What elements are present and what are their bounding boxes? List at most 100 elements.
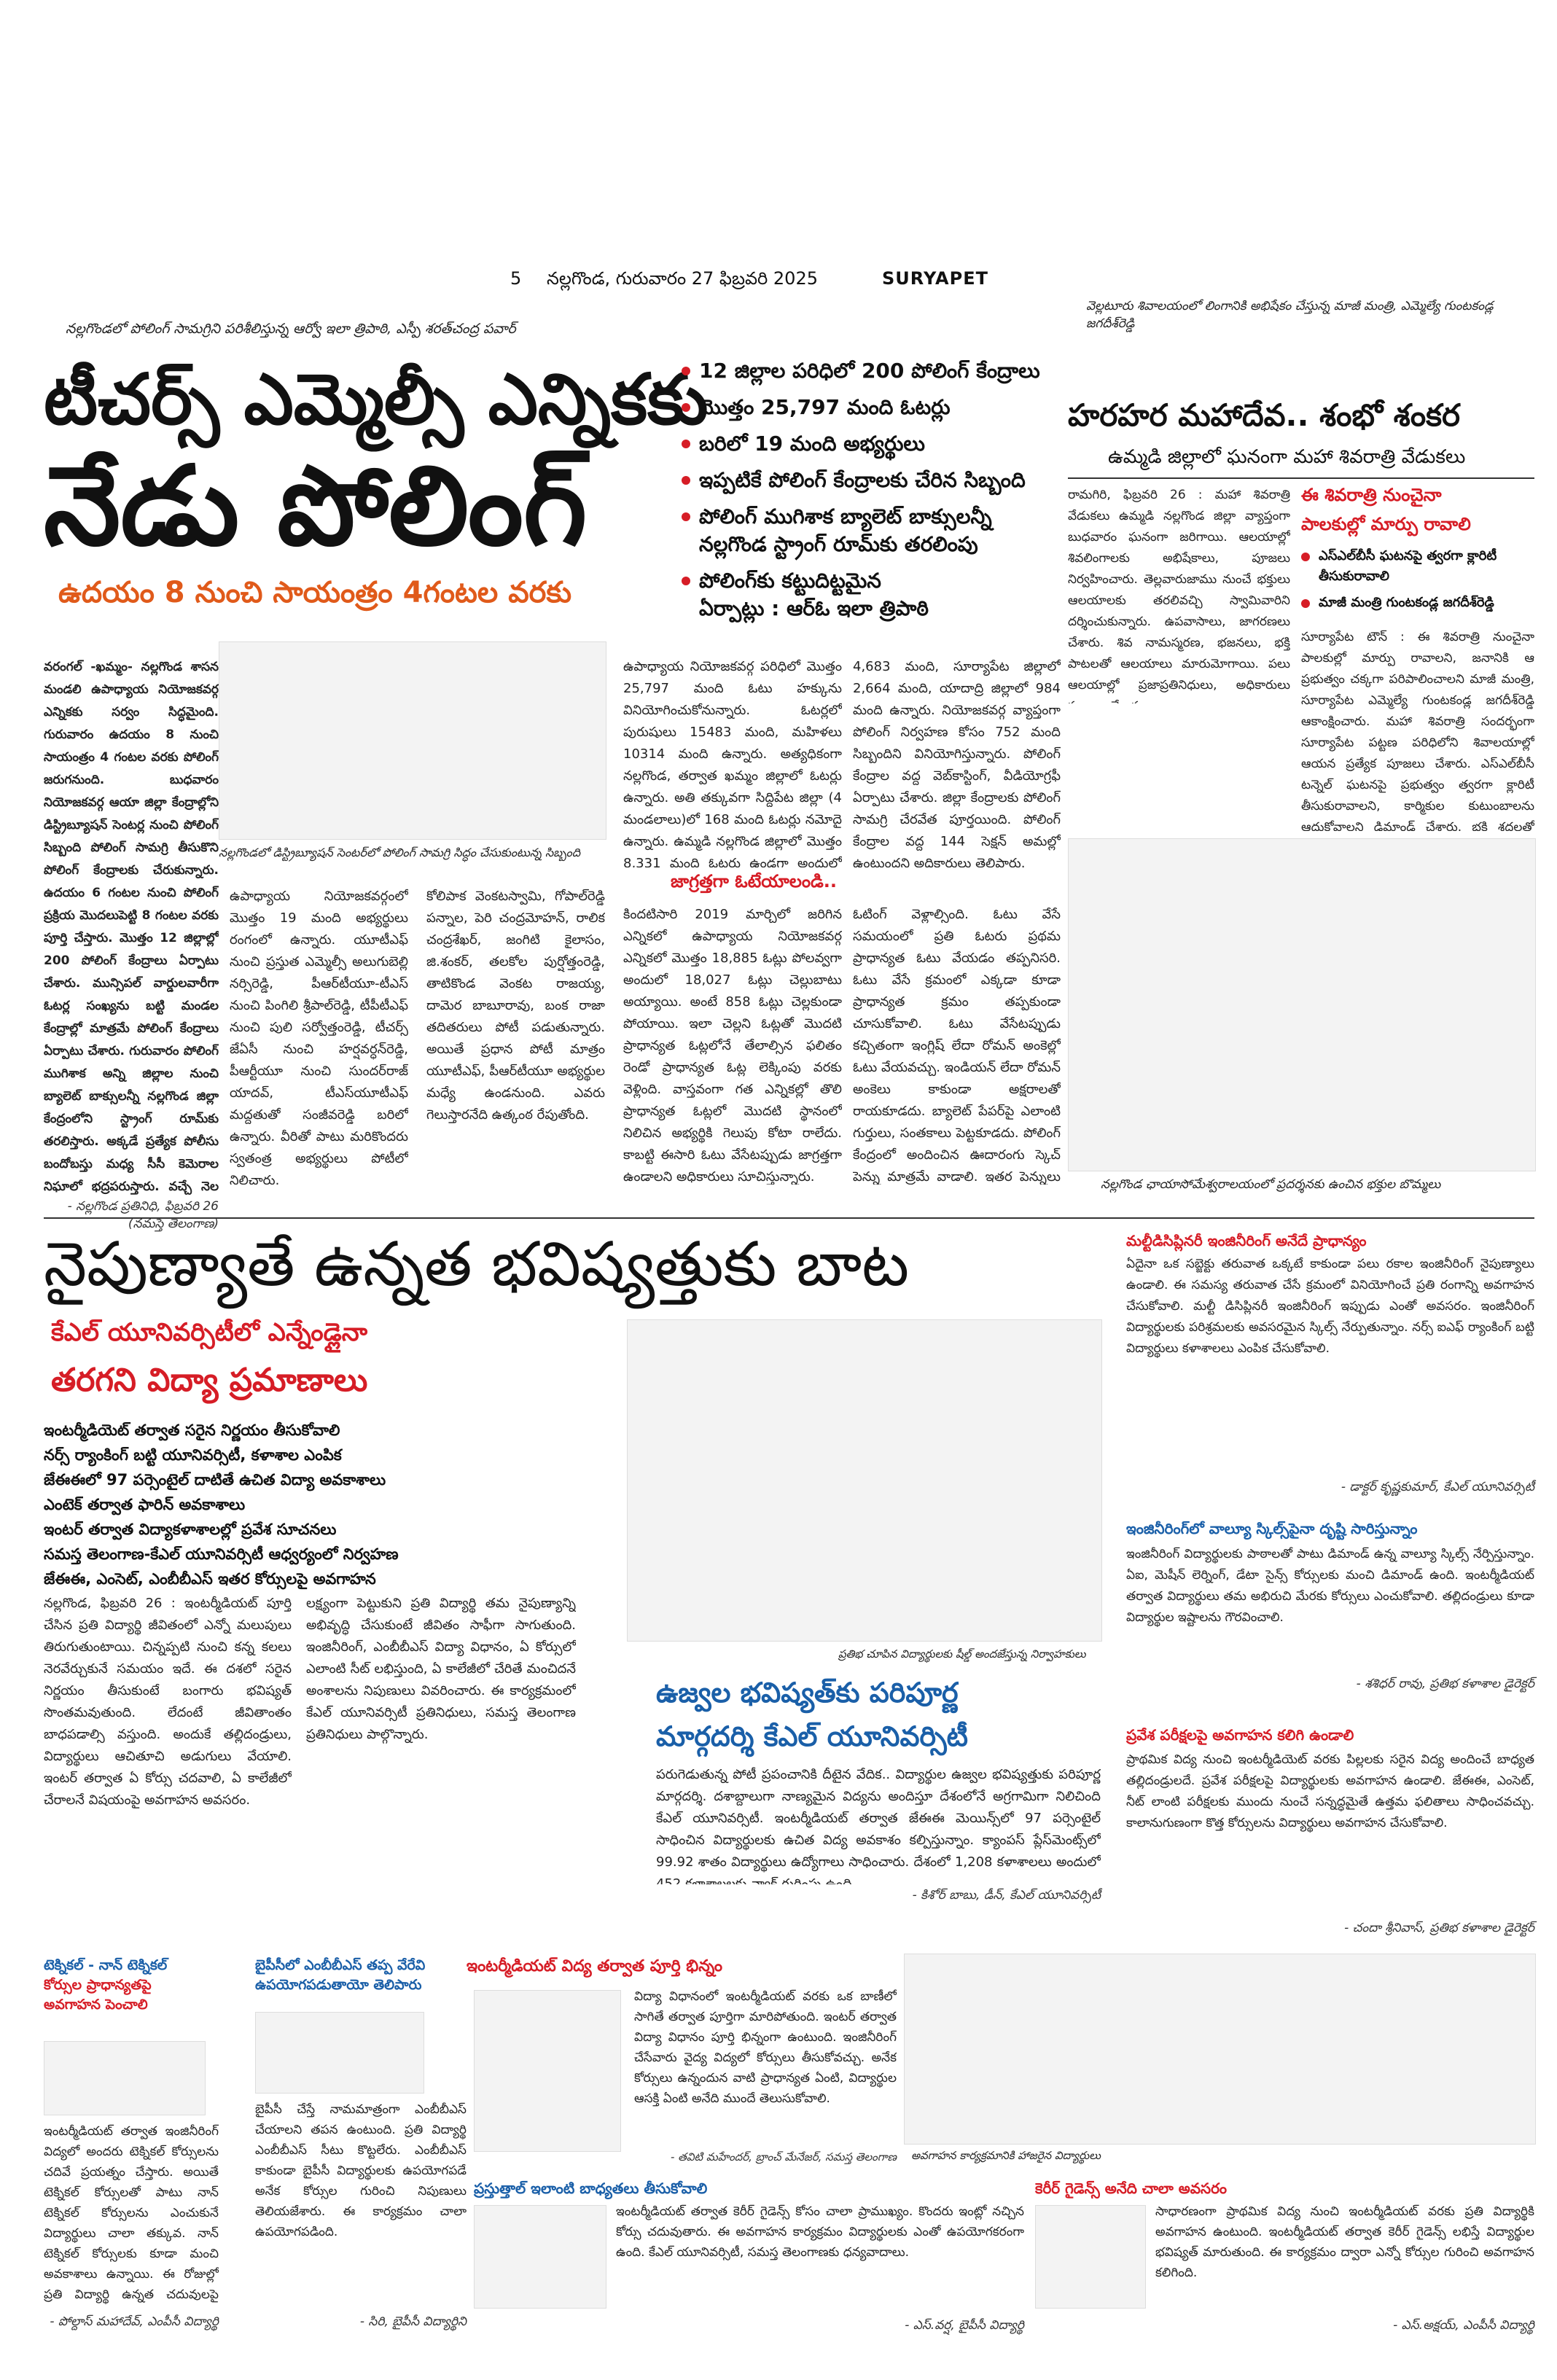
b1-title-2: కోర్సుల ప్రాధాన్యతపై	[44, 1977, 152, 1993]
r3-credit: - చందా శ్రీనివాస్, ప్రతిభ కళాశాల డైరెక్ట…	[1344, 1921, 1534, 1935]
feature-point: నర్స్ ర్యాంకింగ్ బట్టి యూనివర్సిటీ, కళాశ…	[44, 1446, 342, 1464]
story-column-f: ఓటింగ్ వెళ్లాల్సింది. ఓటు వేసే సమయంలో ప్…	[853, 907, 1061, 1185]
shiva-headline: హరహర మహాదేవ.. శంభో శంకర	[1068, 397, 1460, 433]
page-folio: 5 నల్లగొండ, గురువారం 27 ఫిబ్రవరి 2025 SU…	[0, 264, 1557, 293]
temple-photo-caption: నల్లగొండ ఛాయాసోమేశ్వరాలయంలో ప్రదర్శనకు ఉ…	[1101, 1177, 1441, 1192]
audience-photo	[904, 1954, 1536, 2145]
headline-line-2: నేడు పోలింగ్	[44, 443, 588, 570]
r2-title: ఇంజినీరింగ్‌లో వాల్యూ స్కిల్స్‌పైనా దృష్…	[1126, 1520, 1418, 1537]
dateline: నల్లగొండ, గురువారం 27 ఫిబ్రవరి 2025	[547, 268, 818, 289]
r1-credit: - డాక్టర్ కృష్ణకుమార్, కేఎల్ యూనివర్సిటీ	[1341, 1480, 1534, 1494]
b1-portrait	[44, 2041, 206, 2115]
b1-title-3: అవగాహన పెంచాలి	[44, 1997, 148, 2013]
key-point: పోలింగ్ ముగిశాక బ్యాలెట్ బాక్సులన్నీ	[682, 503, 1061, 531]
side-text: పరుగెడుతున్న పోటీ ప్రపంచానికి దీటైన వేది…	[656, 1767, 1101, 1884]
b2-title-1: బైపీసీలో ఎంబీబీఎస్ తప్ప వేరేవి	[255, 1957, 426, 1973]
feature-headline: నైపుణ్యాతే ఉన్నత భవిష్యత్తుకు బాట	[44, 1228, 910, 1300]
b2-text: బైపీసీ చేస్తే నామమాత్రంగా ఎంబీబీఎస్ చేయా…	[255, 2102, 467, 2239]
bullet-icon	[682, 440, 690, 448]
story-column-d: 4,683 మంది, సూర్యాపేట జిల్లాలో 2,664 మంద…	[853, 659, 1061, 867]
shiva-column-left: రామగిరి, ఫిబ్రవరి 26 : మహా శివరాత్రి వేడ…	[1068, 488, 1290, 703]
b3-title: ఇంటర్మీడియట్ విద్య తర్వాత పూర్తి భిన్నం	[467, 1957, 723, 1975]
b4-portrait	[474, 2205, 606, 2309]
b5-text: సాధారణంగా ప్రాథమిక విద్య నుంచి ఇంటర్మీడి…	[1155, 2204, 1534, 2280]
feature-column-2: లక్ష్యంగా పెట్టుకుని ప్రతి విద్యార్థి తమ…	[306, 1596, 576, 1742]
shiva-box-title-2: పాలకుల్లో మార్పు రావాలి	[1301, 514, 1471, 534]
headline-line-1: టీచర్స్ ఎమ్మెల్సీ ఎన్నికకు	[44, 359, 709, 440]
lead-column: వరంగల్ -ఖమ్మం- నల్లగొండ శాసన మండలి ఉపాధ్…	[44, 660, 219, 1194]
bullet-icon	[682, 577, 690, 585]
bullet-icon	[1301, 599, 1310, 608]
shiva-subhead: ఉమ్మడి జిల్లాలో ఘనంగా మహా శివరాత్రి వేడు…	[1108, 446, 1466, 468]
divider	[1068, 477, 1534, 479]
r1-text: ఏదైనా ఒక సబ్జెక్టు తరువాత ఒక్కటే కాకుండా…	[1126, 1257, 1534, 1356]
key-point: మొత్తం 25,797 మంది ఓటర్లు	[682, 394, 1061, 421]
edition-label: SURYAPET	[882, 268, 988, 289]
b4-title: ప్రస్తుత్తాల్ ఇలాంటి బాధ్యతలు తీసుకోవాలి	[474, 2180, 708, 2197]
r1-title: మల్టీడిసిప్లినరీ ఇంజినీరింగ్ అనేదే ప్రాధ…	[1126, 1232, 1367, 1249]
shiva-box-title-1: ఈ శివరాత్రి నుంచైనా	[1301, 485, 1442, 505]
b2-credit: - సిరి, బైపీసీ విద్యార్థిని	[359, 2314, 467, 2329]
headline-subhead: ఉదయం 8 నుంచి సాయంత్రం 4గంటల వరకు	[58, 576, 572, 609]
b5-portrait	[1035, 2205, 1146, 2309]
feature-point: ఇంటర్మీడియెట్ తర్వాత సరైన నిర్ణయం తీసుకో…	[44, 1421, 340, 1439]
b3-text: విద్యా విధానంలో ఇంటర్మీడియట్ వరకు ఒక బాణ…	[634, 1989, 897, 2106]
shiva-quote-box: ఈ శివరాత్రి నుంచైనా పాలకుల్లో మార్పు రావ…	[1301, 485, 1534, 613]
b2-title-2: ఉపయోగపడుతాయో తెలిపారు	[255, 1977, 422, 1993]
feature-point: ఎంటెక్ తర్వాత ఫారిన్ అవకాశాలు	[44, 1496, 246, 1513]
awards-photo	[627, 1319, 1102, 1642]
awards-photo-caption: ప్రతిభ చూపిన విద్యార్థులకు షీల్డ్ అందజేస…	[838, 1647, 1086, 1661]
b3-credit: - తవిటి మహేందర్, బ్రాంచ్ మేనేజర్, సమస్త …	[671, 2150, 897, 2164]
key-point: ఇప్పటికే పోలింగ్ కేంద్రాలకు చేరిన సిబ్బం…	[682, 467, 1061, 494]
story-column-a: ఉపాధ్యాయ నియోజకవర్గంలో మొత్తం 19 మంది అభ…	[230, 889, 408, 1185]
b4-text: ఇంటర్మీడియట్ తర్వాత కెరీర్ గైడెన్స్ కోసం…	[616, 2204, 1024, 2260]
shiva-box-point: ఎస్‌ఎల్‌బీసీ ఘటనపై త్వరగా క్లారిటీ తీసుక…	[1301, 546, 1534, 587]
temple-photo	[1068, 838, 1536, 1171]
distribution-photo	[219, 641, 606, 840]
key-point: బరిలో 19 మంది అభ్యర్థులు	[682, 430, 1061, 458]
bullet-icon	[1301, 553, 1310, 561]
bullet-icon	[682, 476, 690, 485]
key-point-cont: ఏర్పాట్లు : ఆర్‌ఓ ఇలా త్రిపాఠి	[699, 596, 929, 620]
feature-column-1: నల్లగొండ, ఫిబ్రవరి 26 : ఇంటర్మీడియట్ పూర…	[44, 1596, 292, 1808]
story-column-b: కోలిపాక వెంకటస్వామి, గోపాల్‌రెడ్డి పన్నా…	[426, 889, 605, 1123]
distribution-photo-caption: నల్లగొండలో డిస్ట్రిబ్యూషన్ సెంటర్‌లో పోల…	[219, 846, 581, 859]
b3-portrait	[474, 1990, 621, 2152]
feature-subhead-2: తరగని విద్యా ప్రమాణాలు	[51, 1362, 368, 1399]
section-divider	[44, 1217, 1534, 1219]
feature-point: జేఈఈలో 97 పర్సెంటైల్ దాటితే ఉచిత విద్యా …	[44, 1471, 386, 1489]
audience-photo-caption: అవగాహన కార్యక్రమానికి హాజరైన విద్యార్థుల…	[911, 2149, 1101, 2162]
shiva-photo-caption: వెల్లటూరు శివాలయంలో లింగానికి అభిషేకం చే…	[1086, 299, 1494, 331]
bullet-icon	[682, 512, 690, 521]
feature-point: సమస్త తెలంగాణ-కేఎల్ యూనివర్సిటీ ఆధ్వర్యం…	[44, 1545, 399, 1563]
b4-credit: - ఎస్.వర్ష, బైపీసీ విద్యార్థి	[905, 2318, 1024, 2333]
b1-text: ఇంటర్మీడియట్ తర్వాత ఇంజినీరింగ్ విద్యలో …	[44, 2124, 219, 2302]
feature-points: ఇంటర్మీడియెట్ తర్వాత సరైన నిర్ణయం తీసుకో…	[44, 1418, 612, 1591]
feature-point: ఇంటర్ తర్వాత విద్యాకళాశాలల్లో ప్రవేశ సూచ…	[44, 1521, 337, 1538]
r2-credit: - శశిధర్ రావు, ప్రతిభ కళాశాల డైరెక్టర్	[1356, 1677, 1534, 1691]
key-point: 12 జిల్లాల పరిధిలో 200 పోలింగ్ కేంద్రాలు	[682, 357, 1061, 385]
side-title-2: మార్గదర్శి కేఎల్ యూనివర్సిటీ	[656, 1720, 969, 1752]
r3-title: ప్రవేశ పరీక్షలపై అవగాహన కలిగి ఉండాలి	[1126, 1726, 1354, 1744]
side-title-1: ఉజ్వల భవిష్యత్‌కు పరిపూర్ణ	[656, 1677, 959, 1709]
r2-text: ఇంజినీరింగ్ విద్యార్థులకు పాఠాలతో పాటు డ…	[1126, 1547, 1534, 1625]
story-column-c: ఉపాధ్యాయ నియోజకవర్గ పరిధిలో మొత్తం 25,79…	[623, 659, 842, 867]
b1-title-1: టెక్నికల్ - నాన్ టెక్నికల్	[44, 1957, 168, 1973]
lead-credit: - నల్లగొండ ప్రతినిధి, ఫిబ్రవరి 26 (నమస్త…	[67, 1199, 219, 1231]
shiva-box-point: మాజీ మంత్రి గుంటకండ్ల జగదీశ్‌రెడ్డి	[1301, 593, 1534, 613]
side-credit: - కిశోర్ బాబు, డీన్, కేఎల్ యూనివర్సిటీ	[912, 1888, 1101, 1903]
feature-point: జేఈఈ, ఎంసెట్, ఎంబీబీఎస్ ఇతర కోర్సులపై అవ…	[44, 1570, 376, 1588]
key-point: పోలింగ్‌కు కట్టుదిట్టమైన	[682, 567, 1061, 595]
b2-portrait	[255, 2012, 424, 2094]
b5-title: కెరీర్ గైడెన్స్ అనేది చాలా అవసరం	[1035, 2180, 1228, 2197]
key-points-list: 12 జిల్లాల పరిధిలో 200 పోలింగ్ కేంద్రాలు…	[682, 357, 1061, 623]
b2-box: బైపీసీలో ఎంబీబీఎస్ తప్ప వేరేవి ఉపయోగపడుత…	[255, 1957, 467, 1997]
bullet-icon	[682, 403, 690, 412]
feature-subhead-1: కేఎల్ యూనివర్సిటీలో ఎన్నేండ్లైనా	[51, 1318, 368, 1347]
b5-credit: - ఎస్.అక్షయ్, ఎంపీసీ విద్యార్థి	[1393, 2318, 1534, 2333]
bullet-icon	[682, 367, 690, 375]
r3-text: ప్రాథమిక విద్య నుంచి ఇంటర్మీడియెట్ వరకు …	[1126, 1752, 1534, 1830]
story-column-e: కిందటిసారి 2019 మార్చిలో జరిగిన ఎన్నికలో…	[623, 907, 842, 1185]
shiva-column-right: సూర్యాపేట టౌన్ : ఈ శివరాత్రి నుంచైనా పాల…	[1301, 630, 1534, 831]
key-point-cont: నల్లగొండ స్ట్రాంగ్ రూమ్‌కు తరలింపు	[699, 532, 978, 556]
